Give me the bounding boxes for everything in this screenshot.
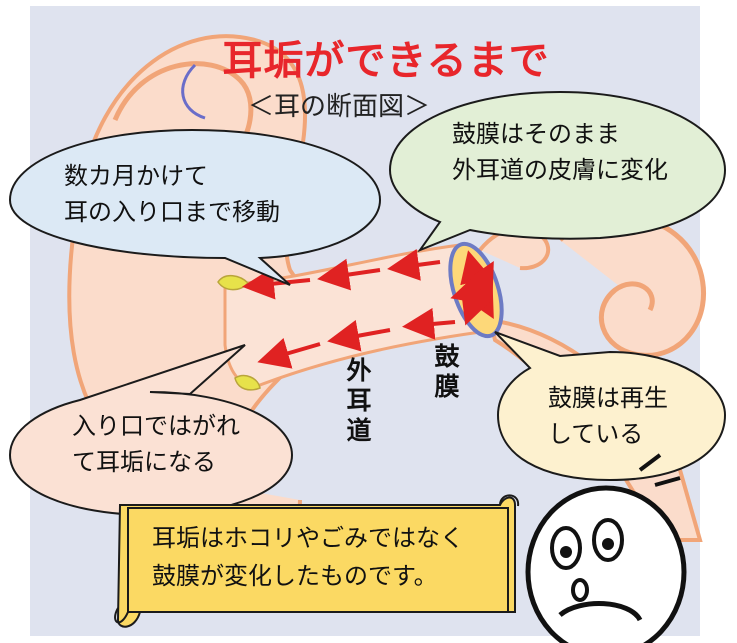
right-pupil — [602, 538, 614, 550]
bubble-peel-line-2: て耳垢になる — [72, 448, 216, 476]
thought-mark-2 — [654, 476, 681, 487]
bubble-regenerate-text: 鼓膜は再生 している — [548, 380, 668, 452]
earwax-flake-lower — [234, 374, 261, 391]
scroll-curl-top — [499, 494, 520, 507]
scroll-note-text: 耳垢はホコリやごみではなく 鼓膜が変化したものです。 — [152, 519, 464, 595]
helix-curl — [181, 63, 206, 120]
cartoon-face — [525, 453, 687, 643]
arrow-lower-3 — [257, 337, 321, 369]
bubble-travel — [8, 128, 382, 286]
bubble-travel-line-2: 耳の入り口まで移動 — [64, 198, 280, 226]
bubble-regenerate — [494, 331, 727, 482]
arrow-lower-1 — [402, 307, 456, 340]
bubble-travel-line-1: 数カ月かけて — [64, 162, 208, 190]
bubble-travel-text: 数カ月かけて 耳の入り口まで移動 — [64, 158, 280, 230]
arrow-upper-2 — [317, 258, 381, 291]
hand — [558, 601, 643, 622]
page-title: 耳垢ができるまで — [222, 38, 550, 84]
migration-arrows — [242, 248, 494, 369]
scroll-body — [127, 507, 509, 613]
bubble-peel-text: 入り口ではがれ て耳垢になる — [72, 408, 240, 480]
bubble-regenerate-line-2: している — [548, 420, 644, 448]
arrow-upper-1 — [387, 248, 441, 281]
page-subtitle: ＜耳の断面図＞ — [248, 92, 431, 122]
arrow-drum-5 — [461, 289, 492, 326]
ear-canal-label: 外耳道 — [346, 356, 372, 445]
arrow-lower-2 — [327, 319, 391, 352]
bubble-eardrum-skin-line-1: 鼓膜はそのまま — [452, 120, 620, 148]
mouth — [571, 578, 589, 602]
thought-mark-1 — [638, 453, 662, 472]
bubble-regenerate-line-1: 鼓膜は再生 — [548, 384, 668, 412]
face-outline — [525, 485, 687, 643]
bubble-peel-line-1: 入り口ではがれ — [72, 412, 240, 440]
bubble-eardrum-skin-line-2: 外耳道の皮膚に変化 — [452, 156, 668, 184]
bubble-eardrum-skin-text: 鼓膜はそのまま 外耳道の皮膚に変化 — [452, 116, 668, 188]
scroll-note-line-2: 鼓膜が変化したものです。 — [152, 562, 438, 590]
bubble-eardrum-skin — [388, 90, 727, 253]
scroll-note-line-1: 耳垢はホコリやごみではなく — [152, 524, 464, 552]
arrow-upper-3 — [242, 267, 311, 300]
scroll-curl-bottom — [114, 607, 129, 624]
eardrum-label: 鼓膜 — [434, 342, 460, 401]
left-pupil — [560, 546, 572, 558]
